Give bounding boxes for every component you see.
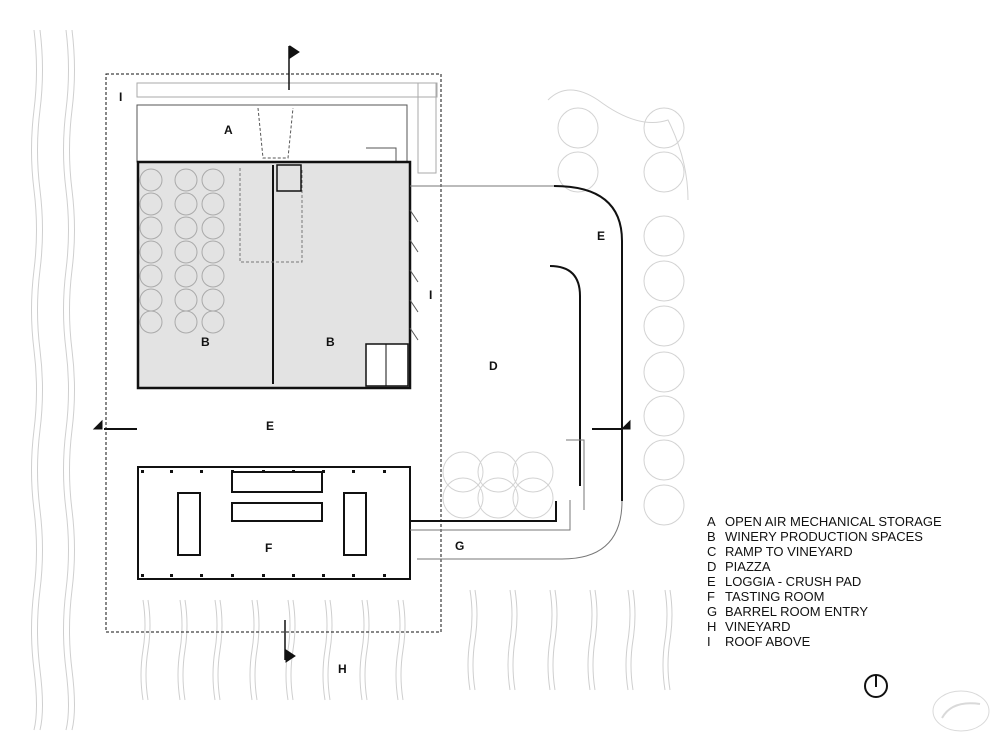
label-i-right: I — [429, 288, 432, 302]
trees-right — [547, 89, 689, 526]
label-i-top: I — [119, 90, 122, 104]
label-g: G — [455, 539, 464, 553]
label-h: H — [338, 662, 347, 676]
ramp-walls — [410, 185, 623, 522]
storage-area-a — [136, 82, 438, 174]
ramp-outlines — [104, 185, 623, 560]
north-arrow-icon — [864, 674, 888, 698]
watermark-logo — [930, 686, 992, 736]
label-e-ramp: E — [597, 229, 605, 243]
label-a: A — [224, 123, 233, 137]
vineyard-rows-left — [31, 29, 75, 731]
doors-east — [409, 209, 419, 341]
label-e-loggia: E — [266, 419, 274, 433]
label-d: D — [489, 359, 498, 373]
label-f: F — [265, 541, 272, 555]
roof-outline — [105, 73, 442, 633]
label-b2: B — [326, 335, 335, 349]
tanks — [139, 168, 225, 334]
tasting-room-walls — [177, 471, 367, 556]
vineyard-rows-bottom — [140, 589, 673, 701]
label-b1: B — [201, 335, 210, 349]
piazza-trees — [442, 451, 554, 519]
section-marker-icon — [92, 45, 631, 663]
